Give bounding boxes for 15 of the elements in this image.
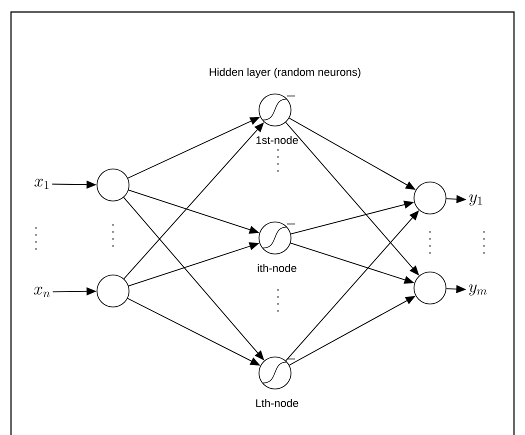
neuron-circle	[96, 274, 130, 308]
node-label: 1st-node	[256, 136, 298, 144]
node-label: ith-node	[258, 264, 296, 272]
input-symbol: $y_{m}$	[468, 284, 487, 296]
input-symbol: $x_{n}$	[34, 286, 50, 298]
neuron-circle	[414, 272, 446, 304]
neuron-circle	[96, 168, 130, 202]
input-symbol: $x_{1}$	[34, 178, 49, 189]
sigmoid-neuron	[258, 222, 296, 254]
input-symbol: $y_{1}$	[469, 194, 482, 206]
node-label: Lth-node	[256, 398, 298, 408]
sigmoid-neuron	[258, 94, 296, 126]
layer-title: Hidden layer (random neurons)	[210, 68, 360, 78]
neuron-circle	[414, 182, 446, 214]
sigmoid-neuron	[258, 356, 296, 390]
